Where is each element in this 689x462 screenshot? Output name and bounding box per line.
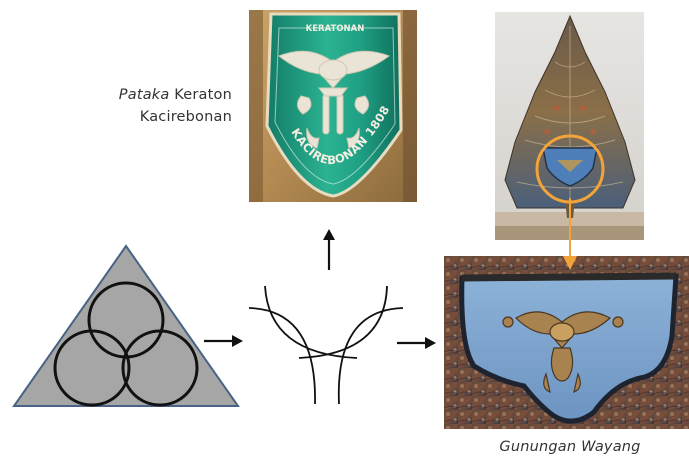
gunungan-closeup-photo [444, 256, 689, 429]
interlocking-arcs [247, 276, 409, 410]
arrow-right-1 [204, 334, 244, 348]
arc-bottom-right [339, 308, 403, 404]
arrow-right-2 [397, 336, 437, 350]
pataka-banner-photo: KERATONAN KACIREBONAN 1808 [249, 10, 417, 202]
highlight-connector-arrow [560, 198, 580, 272]
pataka-caption-italic: Pataka [119, 87, 170, 103]
arc-bottom-left [249, 308, 315, 404]
arc-right [299, 286, 387, 358]
pataka-caption-line2: Kacirebonan [60, 106, 232, 128]
gunungan-caption-text: Gunungan Wayang [499, 439, 640, 455]
banner-top-text: KERATONAN [306, 24, 365, 34]
gunungan-caption: Gunungan Wayang [460, 436, 680, 458]
arc-left [265, 286, 357, 358]
arrow-up [322, 228, 336, 270]
triangle-three-circles [10, 242, 242, 410]
pataka-caption: Pataka Keraton Kacirebonan [60, 84, 232, 128]
pataka-caption-rest: Keraton [169, 87, 232, 103]
